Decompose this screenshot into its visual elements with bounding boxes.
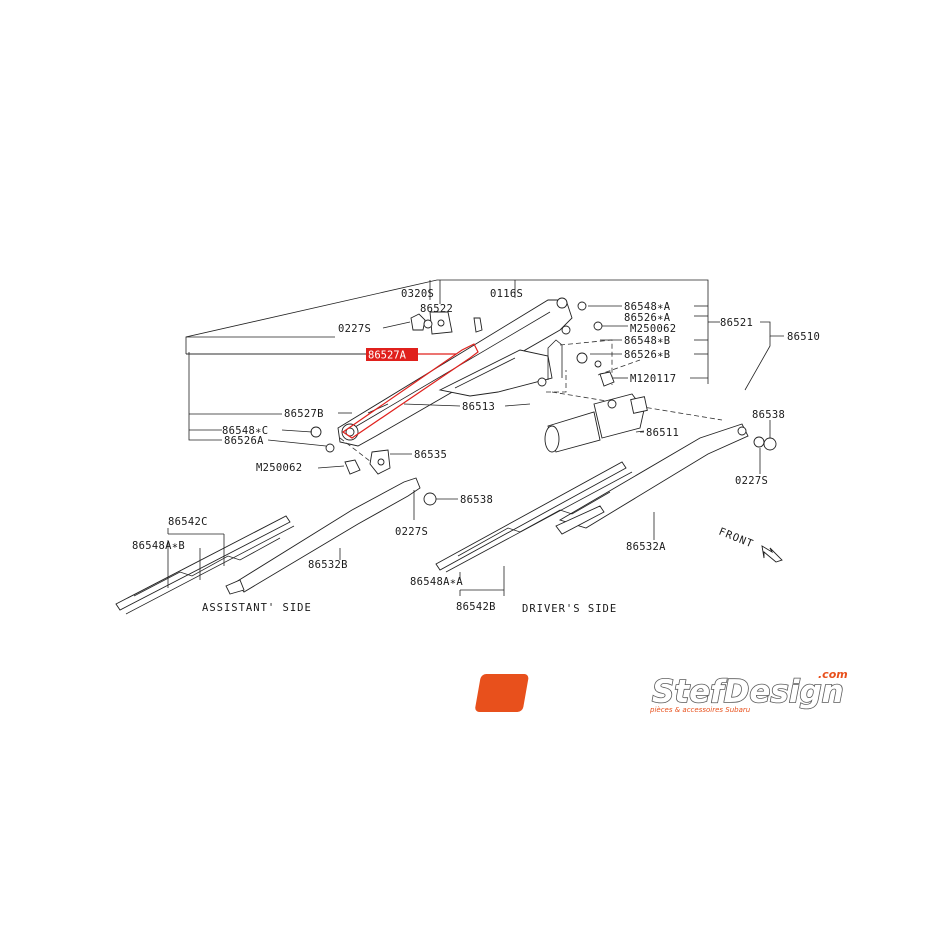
caption-driver-side: DRIVER'S SIDE (522, 603, 617, 615)
label-86526A-left[interactable]: 86526A (224, 435, 264, 447)
label-M250062-right[interactable]: M250062 (630, 323, 676, 335)
label-0227S-top[interactable]: 0227S (338, 323, 371, 335)
wiper-blade-86542B (435, 461, 633, 573)
label-86548A[interactable]: 86548∗A (624, 301, 671, 313)
wiper-arm-86532B (225, 477, 421, 595)
label-86510[interactable]: 86510 (787, 331, 820, 343)
brand-logo[interactable]: SD StefDesign .com pièces & accessoires … (474, 668, 848, 714)
label-0227S-middle[interactable]: 0227S (395, 526, 428, 538)
caption-assistant-side: ASSISTANT' SIDE (202, 602, 312, 614)
label-86522[interactable]: 86522 (420, 303, 453, 315)
front-arrow-icon (761, 545, 783, 563)
label-86548A-A[interactable]: 86548A∗A (410, 576, 463, 588)
label-0320S[interactable]: 0320S (401, 288, 434, 300)
label-86548A-B[interactable]: 86548A∗B (132, 540, 185, 552)
label-86535[interactable]: 86535 (414, 449, 447, 461)
label-M250062-left[interactable]: M250062 (256, 462, 302, 474)
label-86542C[interactable]: 86542C (168, 516, 208, 528)
part-labels: 0320S 86522 0116S 0227S 86548∗A 86526∗A … (132, 288, 820, 615)
label-M120117[interactable]: M120117 (630, 373, 676, 385)
label-86542B[interactable]: 86542B (456, 601, 496, 613)
label-86527B[interactable]: 86527B (284, 408, 324, 420)
logo-mark-background (475, 674, 529, 712)
highlight-label: 86527A (368, 350, 407, 362)
wiper-blade-86542C (115, 515, 295, 615)
label-86532B[interactable]: 86532B (308, 559, 348, 571)
label-86548B[interactable]: 86548∗B (624, 335, 670, 347)
label-86538-middle[interactable]: 86538 (460, 494, 493, 506)
highlighted-part[interactable]: 86527A (186, 343, 479, 439)
logo-brand-suffix: .com (818, 668, 848, 681)
label-86526A-right[interactable]: 86526∗A (624, 312, 671, 324)
label-86532A[interactable]: 86532A (626, 541, 666, 553)
logo-tagline: pièces & accessoires Subaru (649, 706, 751, 714)
wiper-motor (544, 393, 648, 453)
label-86538-right[interactable]: 86538 (752, 409, 785, 421)
label-86513[interactable]: 86513 (462, 401, 495, 413)
label-86548C[interactable]: 86548∗C (222, 425, 268, 437)
label-86511[interactable]: 86511 (646, 427, 679, 439)
label-86526B[interactable]: 86526∗B (624, 349, 670, 361)
leader-lines (167, 305, 771, 596)
highlight-label-box (366, 348, 418, 361)
wiper-linkage (337, 297, 573, 447)
front-indicator: FRONT (717, 526, 783, 563)
logo-brand-name: StefDesign (652, 674, 844, 710)
wiper-arm-86532A (555, 423, 749, 535)
label-0227S-right[interactable]: 0227S (735, 475, 768, 487)
highlighted-rod-outline (341, 343, 479, 439)
label-86521[interactable]: 86521 (720, 317, 753, 329)
label-0116S[interactable]: 0116S (490, 288, 523, 300)
front-label: FRONT (717, 526, 755, 551)
logo-mark-text: SD (606, 678, 649, 711)
